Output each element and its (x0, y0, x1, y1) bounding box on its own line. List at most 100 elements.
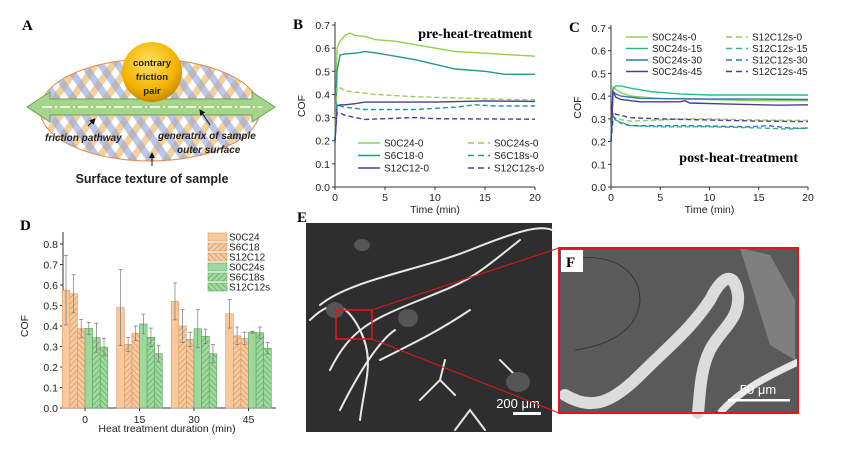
legend-swatch (207, 232, 228, 242)
circle-text-2: friction (136, 72, 168, 83)
series-line-s6c18-0 (334, 50, 535, 141)
panel-f-sem-image: F 50 μm (558, 247, 800, 419)
legend-swatch (207, 262, 228, 272)
legend-label: S0C24s (229, 263, 265, 274)
series-line-s6c18s-0 (334, 102, 535, 141)
panel-label-a: A (22, 18, 33, 34)
zoom-region-box (335, 309, 373, 340)
contrary-friction-pair-ball (122, 42, 182, 102)
bar-hatch (186, 339, 194, 408)
x-tick-label: 20 (529, 192, 541, 204)
legend-label: S0C24s-30 (652, 56, 702, 67)
legend-swatch-hatch (208, 283, 227, 291)
y-tick-label: 0.2 (43, 362, 58, 374)
legend-label: S12C12s (229, 283, 270, 294)
bar-hatch (69, 293, 78, 408)
scale-bar-f (728, 399, 790, 402)
x-tick-label: 20 (802, 192, 814, 204)
series-line-s0c24-0 (334, 32, 536, 141)
legend-label: S0C24s-15 (652, 44, 702, 55)
y-tick-label: 0.0 (315, 182, 330, 194)
legend-label: S0C24-0 (384, 139, 424, 150)
bar-hatch (77, 328, 85, 408)
series-line-s12c12s-30 (610, 115, 809, 142)
x-axis-label: Time (min) (685, 204, 735, 216)
crack-f (564, 256, 641, 351)
generatrix-arrow-icon (199, 109, 211, 126)
y-tick-label: 0.3 (315, 113, 330, 125)
legend-label: S12C12-0 (384, 164, 429, 175)
panel-label-f: F (566, 255, 575, 271)
legend-label: S12C12s-0 (752, 33, 802, 44)
y-tick-label: 0.7 (43, 260, 58, 272)
y-tick-label: 0.1 (591, 159, 606, 171)
legend-label: S12C12s-15 (752, 44, 808, 55)
series-line-s0c24s-45 (610, 88, 809, 142)
series-line-s12c12-0 (334, 100, 536, 144)
series-line-s12c12s-15 (610, 117, 809, 142)
legend-label: S6C18 (229, 243, 260, 254)
pathway-arrow-icon (87, 118, 96, 127)
chart-title: pre-heat-treatment (418, 27, 532, 42)
zoom-connector-top (371, 247, 560, 311)
x-tick-label: 0 (332, 192, 338, 204)
y-tick-label: 0.1 (315, 159, 330, 171)
y-tick-label: 0.4 (315, 89, 330, 101)
fiber-f-secondary (717, 358, 800, 416)
y-tick-label: 0.1 (43, 383, 58, 395)
scale-bar-label-f: 50 μm (740, 382, 776, 397)
x-axis-label: Time (min) (410, 204, 460, 216)
x-tick-label: 15 (479, 192, 491, 204)
y-tick-label: 0.0 (43, 403, 58, 415)
legend-label: S0C24s-0 (494, 139, 539, 150)
generatrix-label-1: generatrix of sample (157, 131, 256, 142)
chart-title: post-heat-treatment (679, 151, 798, 166)
y-tick-label: 0.5 (43, 301, 58, 313)
series-line-s12c12s-0 (610, 115, 809, 142)
legend-label: S6C18s-0 (494, 151, 539, 162)
panel-label-c: C (569, 20, 580, 36)
bar-hatch (233, 335, 241, 408)
x-tick-label: 15 (134, 414, 146, 426)
y-tick-label: 0.6 (315, 43, 330, 55)
x-tick-label: 5 (657, 192, 663, 204)
x-tick-label: 30 (188, 414, 200, 426)
y-tick-label: 0.8 (43, 239, 58, 251)
series-line-s0c24s-30 (610, 90, 809, 142)
panel-label-f-box (561, 250, 583, 272)
y-tick-label: 0.6 (43, 280, 58, 292)
bar-hatch (147, 337, 155, 408)
legend-label: S6C18s (229, 273, 265, 284)
zoom-connector-bottom (371, 338, 560, 414)
fiber-f-main (559, 272, 745, 419)
bar-s0c24s (248, 331, 257, 409)
y-tick-label: 0.3 (591, 114, 606, 126)
y-tick-label: 0.2 (591, 137, 606, 149)
panel-a-schematic: A contrary friction pair friction pathwa… (22, 18, 276, 186)
bar-hatch (201, 336, 210, 408)
y-tick-label: 0.5 (591, 68, 606, 80)
zoom-frame-f (558, 247, 799, 414)
x-tick-label: 0 (608, 192, 614, 204)
x-tick-label: 10 (704, 192, 716, 204)
x-tick-label: 15 (753, 192, 765, 204)
x-tick-label: 45 (243, 414, 255, 426)
y-tick-label: 0.7 (315, 20, 330, 32)
bar-hatch (240, 338, 249, 408)
legend-label: S6C18-0 (384, 151, 424, 162)
legend-swatch-hatch (208, 253, 227, 261)
panel-label-b: B (293, 17, 303, 33)
bar-hatch (209, 353, 217, 408)
friction-pathway-label: friction pathway (45, 133, 122, 144)
x-tick-label: 10 (429, 192, 441, 204)
y-tick-label: 0.4 (591, 91, 606, 103)
scale-bar-e (513, 412, 541, 415)
bar-s0c24s (139, 323, 148, 409)
legend-swatch-hatch (208, 243, 227, 251)
y-tick-label: 0.0 (591, 182, 606, 194)
y-tick-label: 0.2 (315, 136, 330, 148)
generatrix-label-2: outer surface (177, 145, 241, 156)
bar-hatch (263, 348, 272, 408)
